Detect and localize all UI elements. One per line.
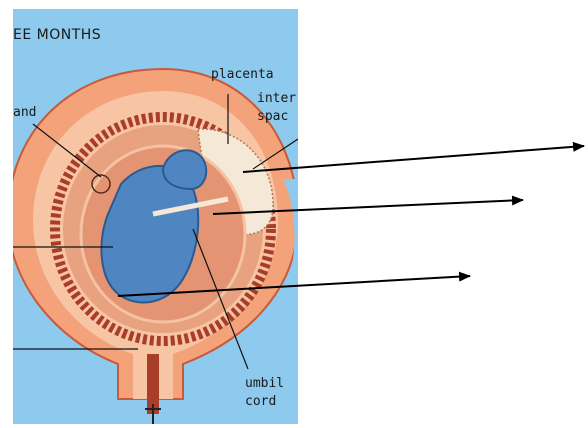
arrow-3 — [118, 276, 470, 296]
arrow-2 — [213, 200, 523, 214]
arrow-1 — [243, 146, 584, 172]
